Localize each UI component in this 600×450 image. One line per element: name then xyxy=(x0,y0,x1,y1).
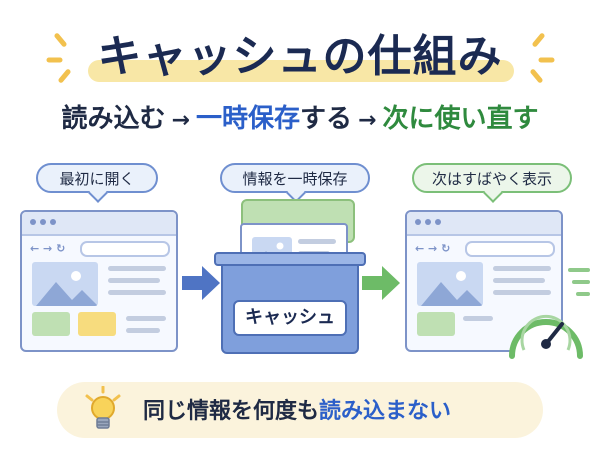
title-highlight xyxy=(88,60,514,82)
image-icon xyxy=(417,262,483,306)
process-subtitle: 読み込む→一時保存する→次に使い直す xyxy=(0,98,600,135)
browser-titlebar xyxy=(22,212,176,236)
subtitle-arrow: → xyxy=(171,108,190,133)
subtitle-read: 読み込む xyxy=(61,104,166,134)
browser-window-first: ← → ↻ xyxy=(20,210,178,352)
subtitle-temp-save: 一時保存 xyxy=(195,104,300,134)
step2-bubble: 情報を一時保存 xyxy=(220,163,370,203)
sparkle-icon xyxy=(538,57,555,63)
title-area: キャッシュの仕組み xyxy=(0,10,600,84)
step1-label: 最初に開く xyxy=(59,170,135,188)
step2-label: 情報を一時保存 xyxy=(242,170,348,188)
page-title: キャッシュの仕組み xyxy=(97,31,503,82)
content-block xyxy=(32,312,70,336)
subtitle-reuse: 次に使い直す xyxy=(382,104,539,134)
cache-box-rim xyxy=(214,252,366,266)
speed-line xyxy=(572,280,590,284)
address-bar xyxy=(80,241,170,257)
content-block xyxy=(78,312,116,336)
speedometer-icon xyxy=(509,314,583,359)
sparkle-icon xyxy=(46,57,63,63)
address-bar xyxy=(465,241,555,257)
image-icon xyxy=(32,262,98,306)
subtitle-do: する xyxy=(300,104,353,134)
speed-line xyxy=(576,292,590,296)
tip-text-highlight: 読み込まない xyxy=(319,399,452,424)
browser-titlebar xyxy=(407,212,561,236)
tip-banner: 同じ情報を何度も読み込まない xyxy=(57,382,543,438)
subtitle-arrow: → xyxy=(358,108,377,133)
arrow-right-icon xyxy=(182,266,220,300)
back-forward-icon: ← → ↻ xyxy=(30,242,66,255)
step1-bubble: 最初に開く xyxy=(36,163,158,203)
step3-label: 次はすばやく表示 xyxy=(431,170,552,188)
content-block xyxy=(417,312,455,336)
arrow-right-icon xyxy=(362,266,400,300)
tip-text: 同じ情報を何度も読み込まない xyxy=(143,393,451,425)
tip-text-main: 同じ情報を何度も xyxy=(143,399,320,424)
lightbulb-icon xyxy=(85,386,121,429)
step3-bubble: 次はすばやく表示 xyxy=(412,163,572,203)
back-forward-icon: ← → ↻ xyxy=(415,242,451,255)
cache-label: キャッシュ xyxy=(233,300,347,336)
speed-line xyxy=(568,268,590,272)
